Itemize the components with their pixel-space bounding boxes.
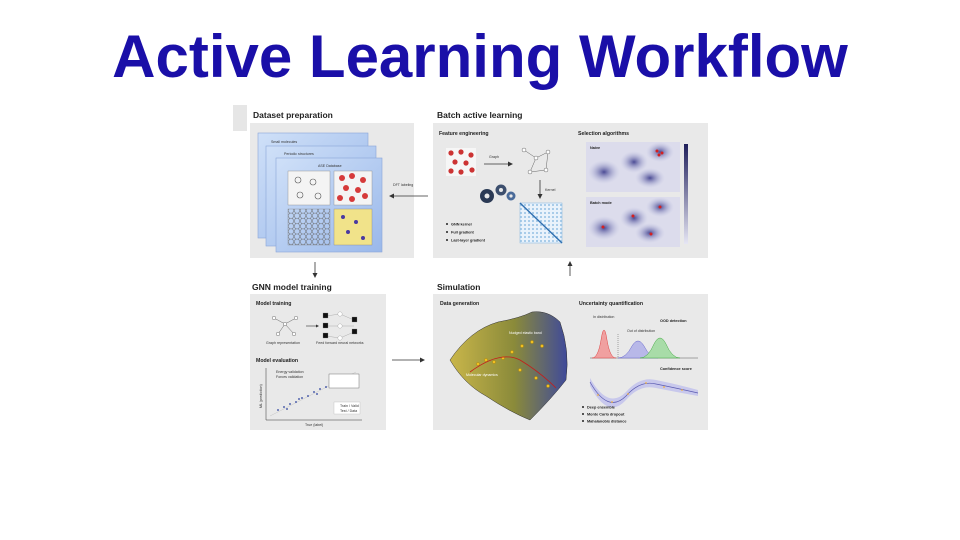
naive-selection-plot: Naive [586, 142, 680, 192]
crystal-structure-image [446, 148, 476, 176]
layer-small-molecules: Small molecules [271, 140, 297, 144]
arrow-right [392, 357, 425, 363]
uq-bullets: Deep ensemble Monte Carlo dropout Mahala… [582, 406, 626, 424]
naive-label: Naive [590, 146, 600, 150]
slab-image [333, 208, 373, 246]
batch-mode-label: Batch mode [590, 201, 612, 205]
bullet-mahalanobis: Mahalanobis distance [587, 420, 626, 424]
bullet-last-layer-gradient: Last-layer gradient [451, 239, 486, 243]
out-of-distribution-label: Out of distribution [627, 329, 655, 333]
simulation-panel: Simulation Data generation Nudged elasti… [433, 282, 708, 430]
bullet-gnn-kernel: GNN kernel [451, 223, 472, 227]
md-label: Molecular dynamics [466, 373, 498, 377]
legend-forces: Forces validation [276, 375, 303, 379]
legend-energy: Energy validation [276, 370, 304, 374]
dataset-preparation-title: Dataset preparation [253, 110, 333, 120]
model-training-title: Model training [256, 301, 291, 307]
gears-icon [480, 184, 516, 203]
uq-title: Uncertainty quantification [579, 301, 643, 307]
parity-ylabel: ML (prediction) [259, 384, 263, 408]
data-generation-title: Data generation [440, 301, 479, 307]
batch-mode-selection-plot: Batch mode [586, 197, 680, 247]
legend-test: Test / Data [340, 409, 357, 413]
legend-train: Train / Valid [340, 404, 359, 408]
ood-detection-plot: In distribution Out of distribution OOD … [590, 315, 698, 359]
dft-labeling-label: DFT labeling [393, 183, 413, 187]
graph-representation-label: Graph representation [266, 341, 300, 345]
arrow-up [567, 261, 573, 276]
gnn-model-training-title: GNN model training [252, 282, 332, 292]
neural-network-icon [322, 311, 358, 341]
layer-periodic-structures: Periodic structures [284, 152, 314, 156]
parity-plot: Energy validation Forces validation Trai… [259, 368, 362, 427]
dft-labeling-arrow: DFT labeling [389, 183, 428, 199]
layer-ase-database: ASE Database [318, 164, 342, 168]
graph-label: Graph [489, 155, 499, 159]
feature-engineering-title: Feature engineering [439, 131, 489, 137]
selection-algorithms-title: Selection algorithms [578, 131, 629, 137]
gnn-model-training-panel: GNN model training Model training Graph … [250, 282, 386, 430]
bullet-mc-dropout: Monte Carlo dropout [587, 413, 625, 417]
parity-xlabel: True (label) [305, 423, 323, 427]
in-distribution-label: In distribution [593, 315, 614, 319]
graphene-image [287, 208, 331, 246]
arrow-down [312, 262, 318, 278]
bullet-full-gradient: Full gradient [451, 231, 475, 235]
molecules-image [287, 170, 331, 206]
simulation-title: Simulation [437, 282, 480, 292]
slide-title: Active Learning Workflow [112, 23, 848, 90]
feature-bullets: GNN kernel Full gradient Last-layer grad… [446, 223, 486, 243]
ffnn-label: Feed forward neural networks [316, 341, 364, 345]
batch-active-learning-title: Batch active learning [437, 110, 523, 120]
dataset-preparation-panel: Dataset preparation Small molecules Peri… [233, 105, 414, 258]
model-evaluation-title: Model evaluation [256, 358, 298, 364]
colorbar [684, 144, 688, 244]
ood-detection-label: OOD detection [660, 319, 687, 323]
batch-active-learning-panel: Batch active learning Feature engineerin… [433, 110, 708, 258]
graph-network-icon [521, 147, 551, 175]
confidence-score-plot: Confidence score [589, 367, 699, 408]
energy-surface [449, 311, 568, 421]
confidence-score-label: Confidence score [660, 367, 692, 371]
neb-label: Nudged elastic band [509, 331, 542, 335]
graph-representation-icon [271, 315, 299, 337]
kernel-label: Kernel [545, 188, 556, 192]
bullet-deep-ensemble: Deep ensemble [587, 406, 615, 410]
